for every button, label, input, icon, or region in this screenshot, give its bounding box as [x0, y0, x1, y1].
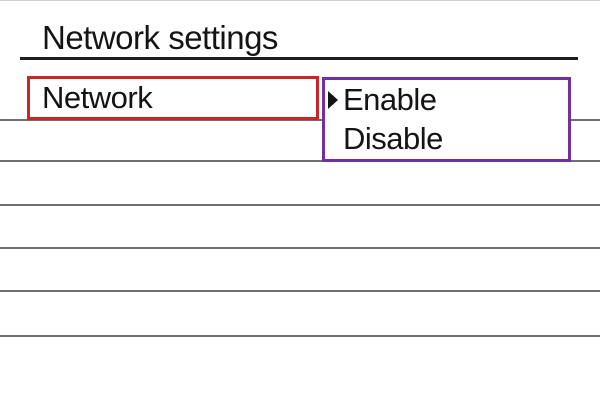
row-separator-line — [0, 335, 600, 337]
title-underline — [20, 57, 578, 60]
screen-top-edge — [0, 0, 600, 1]
row-separator-line — [0, 160, 600, 162]
cursor-placeholder — [328, 130, 343, 148]
option-disable[interactable]: Disable — [325, 120, 568, 159]
row-separator-line — [0, 290, 600, 292]
option-disable-label: Disable — [343, 121, 443, 156]
menu-item-network[interactable]: Network — [27, 76, 319, 120]
row-separator-line — [0, 204, 600, 206]
network-options-popup: Enable Disable — [322, 77, 571, 162]
option-enable-label: Enable — [343, 82, 437, 117]
row-separator-line — [0, 119, 600, 121]
page-title: Network settings — [42, 19, 278, 56]
option-enable[interactable]: Enable — [325, 81, 568, 120]
selection-cursor-icon — [328, 91, 343, 109]
menu-item-network-label: Network — [42, 80, 153, 115]
row-separator-line — [0, 247, 600, 249]
